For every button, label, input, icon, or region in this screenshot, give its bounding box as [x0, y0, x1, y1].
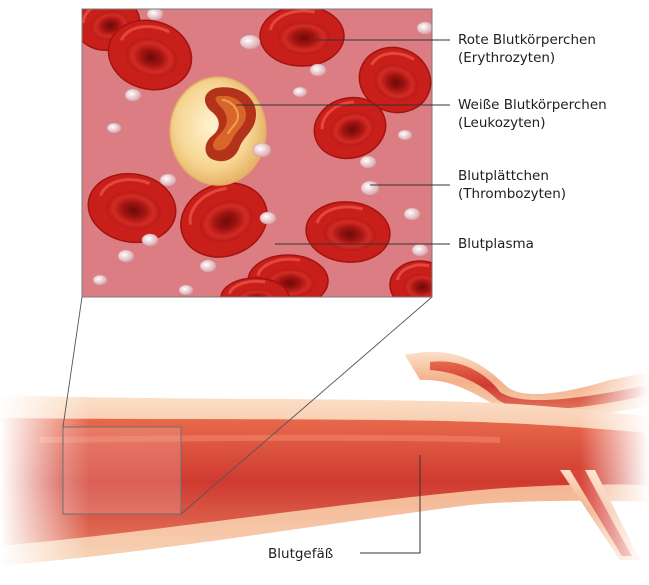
platelet — [293, 87, 307, 97]
magnified-inset — [72, 0, 450, 318]
platelet — [142, 234, 158, 246]
platelet — [107, 123, 121, 133]
platelet — [240, 35, 260, 49]
platelet — [179, 285, 193, 295]
platelet — [360, 156, 376, 168]
platelet — [417, 22, 433, 34]
platelet — [118, 250, 134, 262]
platelet — [93, 275, 107, 285]
platelet — [404, 208, 420, 220]
red-blood-cell — [260, 6, 344, 66]
zoom-region — [63, 427, 181, 514]
label-vessel: Blutgefäß — [268, 546, 333, 562]
platelet — [147, 8, 163, 20]
platelet — [253, 143, 271, 157]
label-platelets: Blutplättchen (Thrombozyten) — [458, 168, 566, 202]
label-plasma: Blutplasma — [458, 236, 534, 252]
platelet — [260, 212, 276, 224]
platelet — [200, 260, 216, 272]
platelet — [398, 130, 412, 140]
platelet — [310, 64, 326, 76]
red-blood-cell — [221, 278, 289, 318]
platelet — [361, 181, 379, 195]
label-white-cells: Weiße Blutkörperchen (Leukozyten) — [458, 97, 611, 131]
platelet — [125, 89, 141, 101]
red-blood-cell — [390, 261, 450, 309]
platelet — [412, 244, 428, 256]
label-red-cells: Rote Blutkörperchen (Erythrozyten) — [458, 32, 600, 66]
white-blood-cell — [170, 77, 266, 185]
platelet — [160, 174, 176, 186]
